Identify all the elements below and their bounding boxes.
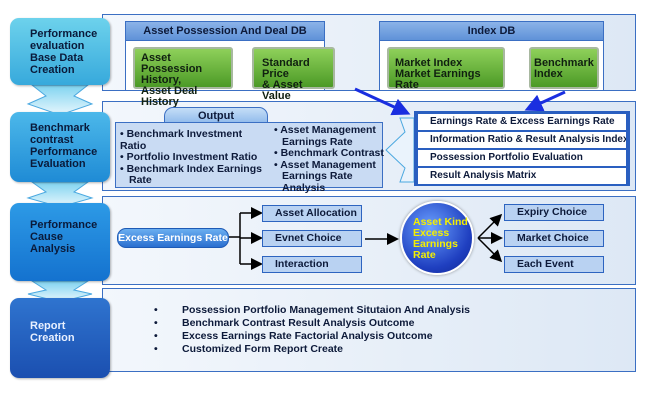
output-box: • Benchmark Investment Ratio • Portfolio… bbox=[115, 122, 384, 193]
choice-expiry: Expiry Choice bbox=[504, 204, 604, 221]
stage-label-line: contrast bbox=[30, 134, 74, 146]
text-line: Standard Price bbox=[262, 57, 310, 80]
text-line: Asset Kind bbox=[413, 216, 468, 228]
stage-label-line: Performance bbox=[30, 28, 98, 40]
evaluation-list: Earnings Rate & Excess Earnings Rate Inf… bbox=[414, 111, 630, 186]
index-db-title: Index DB bbox=[380, 22, 603, 41]
stage-benchmark-evaluation: Benchmark contrast Performance Evaluatio… bbox=[10, 112, 110, 182]
output-item: • Benchmark Contrast bbox=[274, 147, 384, 159]
output-item-text: Portfolio Investment Ratio bbox=[126, 151, 258, 163]
output-item-text: Asset Management Earnings Rate bbox=[280, 124, 376, 148]
stage-label-line: Benchmark bbox=[30, 122, 90, 134]
choice-each-event: Each Event bbox=[504, 256, 604, 273]
output-item-text: Benchmark Index Earnings Rate bbox=[126, 162, 262, 186]
output-item: • Benchmark Investment Ratio bbox=[120, 128, 243, 152]
stage-label-line: Analysis bbox=[30, 243, 76, 255]
choice-market: Market Choice bbox=[504, 230, 604, 247]
stage-label-line: Creation bbox=[30, 332, 75, 344]
evaluation-item: Information Ratio & Result Analysis Inde… bbox=[418, 132, 626, 148]
text-line: Asset Possession bbox=[141, 52, 203, 75]
output-item: • Asset Management Earnings Rate bbox=[274, 124, 376, 148]
text-line: Market Index bbox=[395, 57, 463, 69]
output-item-text: Benchmark Contrast bbox=[280, 147, 384, 159]
text-line: Market Earnings Rate bbox=[395, 68, 481, 91]
index-to-eval-arrow bbox=[524, 90, 566, 112]
output-item-text: Asset Management Earnings Rate Analysis bbox=[280, 158, 376, 194]
text-line: Benchmark bbox=[534, 57, 594, 69]
text-line: & Asset Value bbox=[262, 79, 303, 102]
evaluation-item: Earnings Rate & Excess Earnings Rate bbox=[418, 114, 626, 130]
output-item-text: Benchmark Investment Ratio bbox=[120, 128, 243, 152]
stage-label-line: Report bbox=[30, 320, 66, 332]
stage-label-line: Creation bbox=[30, 64, 75, 76]
report-item: Excess Earnings Rate Factorial Analysis … bbox=[154, 330, 470, 343]
stage-cause-analysis: Performance Cause Analysis bbox=[10, 203, 110, 281]
asset-history-box: Asset Possession History, Asset Deal His… bbox=[133, 47, 233, 108]
output-item: • Benchmark Index Earnings Rate bbox=[120, 162, 262, 186]
report-list: Possession Portfolio Management Situtaio… bbox=[154, 304, 470, 356]
to-expiry bbox=[477, 213, 503, 239]
output-left-list: • Benchmark Investment Ratio • Portfolio… bbox=[120, 128, 270, 187]
stage-label-line: Base Data bbox=[30, 52, 84, 64]
benchmark-index-box: Benchmark Index bbox=[529, 47, 599, 89]
factor-asset-allocation: Asset Allocation bbox=[262, 205, 362, 222]
factor-evnet-choice: Evnet Choice bbox=[262, 230, 362, 247]
text-line: Rate bbox=[413, 249, 436, 261]
stage-label-line: Evaluation bbox=[30, 158, 86, 170]
report-item: Benchmark Contrast Result Analysis Outco… bbox=[154, 317, 470, 330]
output-item: • Portfolio Investment Ratio bbox=[120, 151, 258, 163]
factor-interaction: Interaction bbox=[262, 256, 362, 273]
text-line: Excess bbox=[413, 227, 450, 239]
text-line: History, bbox=[141, 74, 182, 86]
to-each-event bbox=[477, 237, 503, 263]
output-item: • Asset Management Earnings Rate Analysi… bbox=[274, 158, 376, 194]
asset-to-eval-arrow bbox=[354, 87, 411, 116]
text-line: Index bbox=[534, 68, 563, 80]
text-line: Asset Deal History bbox=[141, 85, 198, 108]
evaluation-item: Possession Portfolio Evaluation bbox=[418, 150, 626, 166]
stage-base-data-creation: Performance evaluation Base Data Creatio… bbox=[10, 18, 110, 85]
stage-label-line: evaluation bbox=[30, 40, 85, 52]
eval-to-output-arrow bbox=[385, 117, 415, 183]
down-arrow-2 bbox=[26, 181, 94, 208]
stage-report-creation: Report Creation bbox=[10, 298, 110, 378]
standard-price-box: Standard Price & Asset Value bbox=[252, 47, 335, 102]
excess-earnings-rate-pill: Excess Earnings Rate bbox=[117, 228, 229, 248]
down-arrow-1 bbox=[26, 84, 94, 116]
stage-label-line: Performance bbox=[30, 146, 98, 158]
asset-db-title: Asset Possession And Deal DB bbox=[126, 22, 324, 41]
asset-kind-circle: Asset Kind Excess Earnings Rate bbox=[400, 201, 474, 275]
stage-label-line: Cause bbox=[30, 231, 64, 243]
report-item: Customized Form Report Create bbox=[154, 343, 470, 356]
stage-label-line: Performance bbox=[30, 219, 98, 231]
text-line: Earnings bbox=[413, 238, 458, 250]
report-item: Possession Portfolio Management Situtaio… bbox=[154, 304, 470, 317]
evaluation-item: Result Analysis Matrix bbox=[418, 168, 626, 184]
output-right-list: • Asset Management Earnings Rate • Bench… bbox=[274, 124, 386, 194]
market-index-box: Market Index Market Earnings Rate bbox=[387, 47, 505, 91]
